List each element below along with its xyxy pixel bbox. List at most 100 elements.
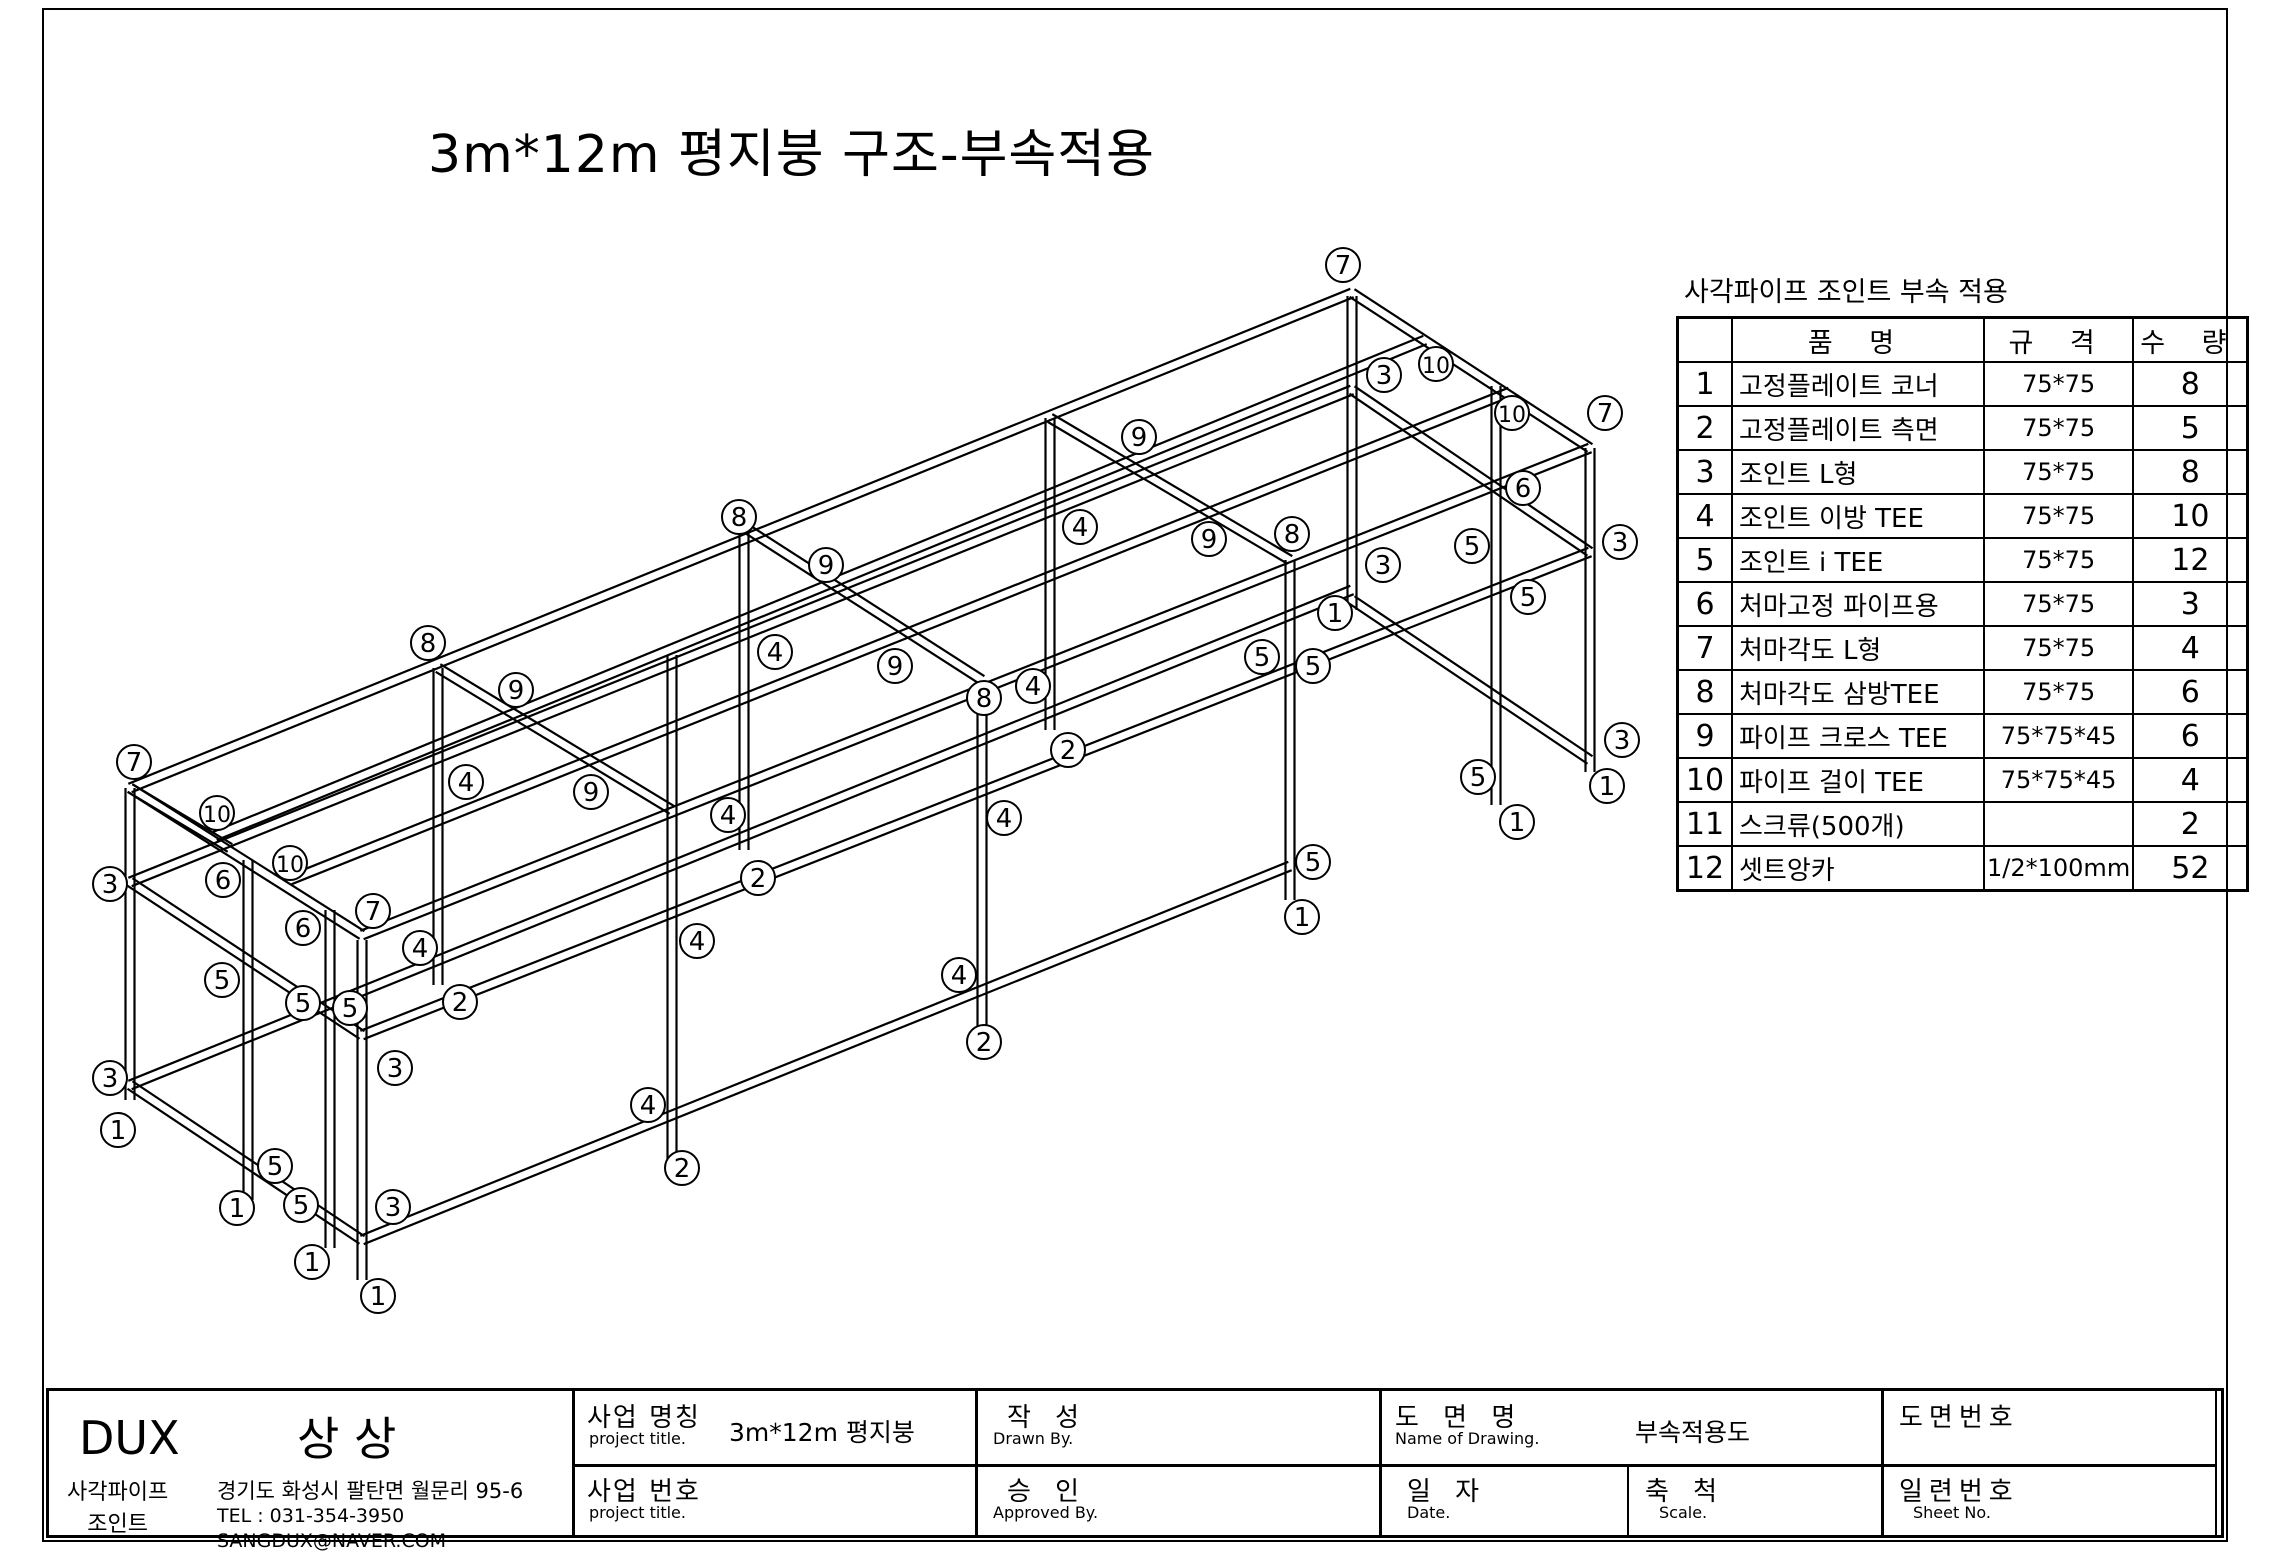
parts-qty-cell: 12 xyxy=(2132,537,2249,583)
part-callout: 9 xyxy=(808,547,844,583)
drawing-name-value: 부속적용도 xyxy=(1635,1418,1751,1447)
svg-text:1: 1 xyxy=(370,1282,387,1312)
part-callout: 7 xyxy=(116,744,152,780)
part-callout: 1 xyxy=(360,1278,396,1314)
svg-text:9: 9 xyxy=(583,778,600,808)
part-callout: 5 xyxy=(1244,639,1280,675)
svg-text:9: 9 xyxy=(1201,525,1218,555)
parts-qty-cell: 8 xyxy=(2132,361,2249,407)
svg-text:4: 4 xyxy=(1072,513,1089,543)
svg-text:6: 6 xyxy=(295,914,312,944)
svg-text:4: 4 xyxy=(767,638,784,668)
project-name-value: 3m*12m 평지붕 xyxy=(729,1418,915,1447)
svg-text:5: 5 xyxy=(1464,532,1481,562)
frame-pipe xyxy=(1348,295,1589,453)
parts-spec-cell: 75*75 xyxy=(1982,405,2135,451)
sheet-no-sub: Sheet No. xyxy=(1913,1503,1991,1522)
svg-text:5: 5 xyxy=(267,1152,284,1182)
frame-pipe xyxy=(363,555,1593,1041)
svg-text:1: 1 xyxy=(1327,599,1344,629)
part-callout: 5 xyxy=(1295,844,1331,880)
parts-name-cell: 조인트 i TEE xyxy=(1731,537,1985,583)
svg-text:5: 5 xyxy=(1305,848,1322,878)
part-callout: 10 xyxy=(272,845,308,881)
parts-name-cell: 스크류(500개) xyxy=(1731,801,1985,847)
svg-text:9: 9 xyxy=(508,676,525,706)
svg-text:9: 9 xyxy=(887,652,904,682)
part-callout: 7 xyxy=(355,893,391,929)
svg-text:3: 3 xyxy=(387,1054,404,1084)
svg-text:7: 7 xyxy=(1597,399,1614,429)
parts-spec-cell: 75*75 xyxy=(1982,361,2135,407)
parts-no-cell: 1 xyxy=(1676,361,1733,407)
part-callout: 5 xyxy=(1295,648,1331,684)
parts-spec-cell: 75*75 xyxy=(1982,537,2135,583)
frame-pipe xyxy=(131,783,365,933)
part-callout: 8 xyxy=(966,680,1002,716)
part-callout: 5 xyxy=(332,990,368,1026)
svg-text:5: 5 xyxy=(1254,643,1271,673)
drawn-by-label: 작 성 xyxy=(1007,1403,1088,1433)
svg-text:4: 4 xyxy=(689,927,706,957)
svg-text:3: 3 xyxy=(102,870,119,900)
svg-text:4: 4 xyxy=(996,804,1013,834)
date-label: 일 자 xyxy=(1407,1477,1488,1507)
project-no-sub: project title. xyxy=(589,1503,686,1522)
part-callout: 5 xyxy=(204,962,240,998)
parts-spec-cell: 75*75*45 xyxy=(1982,757,2135,803)
part-callout: 8 xyxy=(410,625,446,661)
project-name-label: 사업 명칭 xyxy=(587,1403,701,1433)
parts-qty-cell: 8 xyxy=(2132,449,2249,495)
frame-pipe xyxy=(131,877,366,1033)
part-callout: 3 xyxy=(1602,524,1638,560)
frame-pipe xyxy=(439,663,675,808)
svg-text:10: 10 xyxy=(1498,403,1526,428)
svg-text:4: 4 xyxy=(1025,672,1042,702)
parts-name-cell: 조인트 이방 TEE xyxy=(1731,493,1985,539)
company-email: SANGDUX@NAVER.COM xyxy=(217,1530,447,1552)
parts-no-cell: 4 xyxy=(1676,493,1733,539)
frame-pipe xyxy=(435,670,671,815)
part-callout: 4 xyxy=(941,957,977,993)
frame-pipe xyxy=(126,1087,361,1245)
parts-no-cell: 9 xyxy=(1676,713,1733,759)
frame-pipe xyxy=(127,790,229,853)
parts-no-cell: 5 xyxy=(1676,537,1733,583)
parts-name-cell: 고정플레이트 측면 xyxy=(1731,405,1985,451)
svg-text:2: 2 xyxy=(1060,736,1077,766)
part-callout: 6 xyxy=(1505,470,1541,506)
part-callout: 2 xyxy=(740,860,776,896)
svg-text:6: 6 xyxy=(215,866,232,896)
parts-spec-cell: 75*75 xyxy=(1982,625,2135,671)
part-callout: 4 xyxy=(402,930,438,966)
frame-pipe xyxy=(212,334,1424,833)
svg-text:7: 7 xyxy=(365,897,382,927)
svg-text:1: 1 xyxy=(110,1116,127,1146)
parts-name-cell: 셋트앙카 xyxy=(1731,845,1985,892)
company-brand: DUX xyxy=(79,1411,180,1465)
part-callout: 10 xyxy=(199,795,235,831)
part-callout: 2 xyxy=(442,984,478,1020)
svg-text:3: 3 xyxy=(1375,551,1392,581)
svg-text:8: 8 xyxy=(1284,520,1301,550)
date-sub: Date. xyxy=(1407,1503,1451,1522)
scale-label: 축 척 xyxy=(1645,1477,1726,1507)
part-callout: 1 xyxy=(1284,899,1320,935)
svg-text:5: 5 xyxy=(1520,583,1537,613)
company-sub: 사각파이프 조인트 xyxy=(67,1480,169,1537)
frame-pipe xyxy=(291,395,1513,886)
parts-qty-cell: 5 xyxy=(2132,405,2249,451)
part-callout: 3 xyxy=(1365,547,1401,583)
part-callout: 5 xyxy=(283,1187,319,1223)
svg-text:4: 4 xyxy=(720,801,737,831)
approved-by-sub: Approved By. xyxy=(993,1503,1099,1522)
